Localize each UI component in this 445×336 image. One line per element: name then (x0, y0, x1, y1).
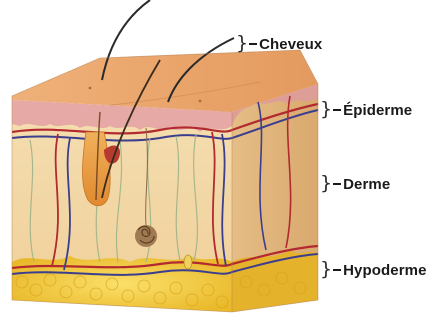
label-epiderme: Épiderme (343, 102, 412, 119)
pore (89, 87, 92, 90)
dash-line (333, 269, 341, 270)
dash-line (333, 183, 341, 184)
dash-line (333, 109, 341, 110)
pore (199, 100, 202, 103)
brace-icon: } (236, 34, 248, 53)
hypodermis-fat-right (232, 250, 318, 312)
label-derme: Derme (343, 176, 390, 193)
dash-line (249, 43, 257, 44)
label-hypoderme: Hypoderme (343, 262, 426, 279)
label-epiderme-group: } Épiderme (320, 98, 412, 122)
hypodermis-fat (12, 256, 232, 312)
brace-icon: } (320, 260, 332, 279)
label-derme-group: } Derme (320, 172, 390, 196)
label-hypoderme-group: } Hypoderme (320, 258, 427, 282)
brace-icon: } (320, 174, 332, 193)
label-cheveux: Cheveux (259, 36, 322, 53)
pacinian-corpuscle (184, 255, 192, 269)
label-cheveux-group: } Cheveux (236, 32, 322, 56)
brace-icon: } (320, 100, 332, 119)
